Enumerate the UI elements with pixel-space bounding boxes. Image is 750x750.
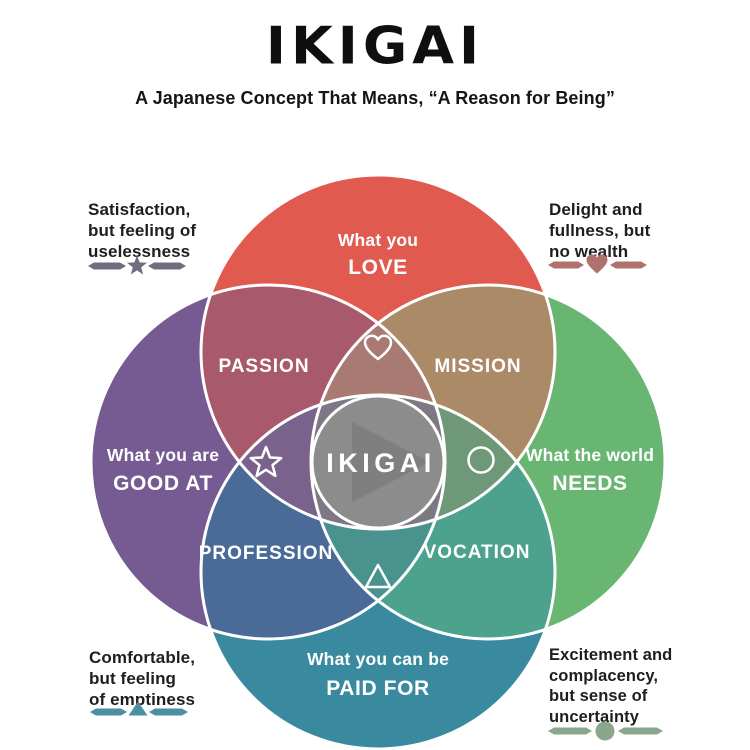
annotation-bottom-right: Excitement and complacency, but sense of…: [549, 645, 744, 727]
annotation-line: Comfortable,: [89, 648, 196, 667]
annotation-line: Satisfaction,: [88, 200, 191, 219]
page-subtitle: A Japanese Concept That Means, “A Reason…: [135, 88, 615, 108]
label-love-main: LOVE: [348, 256, 408, 279]
divider-bar: [90, 708, 127, 716]
divider-bar: [610, 261, 647, 269]
label-love-sub: What you: [338, 230, 418, 250]
label-paid-for-main: PAID FOR: [326, 677, 430, 700]
annotation-line: but sense of: [549, 687, 648, 705]
annotation-line: complacency,: [549, 666, 659, 685]
divider-bar: [548, 261, 584, 269]
label-profession: PROFESSION: [199, 543, 334, 564]
divider-top-right: [548, 254, 647, 274]
label-paid-for-sub: What you can be: [307, 649, 449, 669]
star-icon: [127, 255, 147, 275]
annotation-line: uncertainty: [549, 707, 640, 726]
label-good-at-main: GOOD AT: [113, 472, 213, 495]
label-needs-main: NEEDS: [552, 472, 627, 495]
divider-bar: [618, 727, 663, 735]
annotation-top-right: Delight and fullness, but no wealth: [549, 199, 734, 262]
play-watermark-icon: [352, 422, 430, 502]
label-vocation: VOCATION: [424, 542, 531, 563]
annotation-line: of emptiness: [89, 690, 196, 709]
petal-ring: [311, 395, 555, 529]
center-label: IKIGAI: [326, 448, 436, 478]
divider-bar: [148, 262, 186, 270]
circle-icon: [467, 446, 495, 474]
heart-icon: [363, 334, 393, 361]
annotation-line: fullness, but: [549, 221, 651, 240]
divider-bar: [149, 708, 188, 716]
annotation-top-left: Satisfaction, but feeling of uselessness: [88, 199, 273, 262]
triangle-icon: [364, 563, 392, 589]
petal-star: [201, 395, 445, 529]
annotation-line: no wealth: [549, 242, 629, 261]
center-circle: [310, 394, 446, 530]
annotation-line: but feeling of: [88, 221, 197, 240]
circle-icon: [595, 721, 615, 741]
annotation-line: Excitement and: [549, 646, 673, 664]
annotation-line: but feeling: [89, 669, 177, 688]
annotation-line: uselessness: [88, 242, 191, 261]
divider-top-left: [88, 255, 186, 275]
triangle-icon: [128, 701, 148, 716]
divider-bar: [548, 727, 592, 735]
label-good-at-sub: What you are: [107, 445, 219, 465]
divider-bar: [88, 262, 126, 270]
page-title: IKIGAI: [265, 15, 485, 76]
label-passion: PASSION: [218, 356, 309, 377]
divider-bottom-left: [90, 701, 188, 716]
heart-icon: [586, 254, 608, 274]
petal-triangle: [311, 395, 445, 639]
star-icon: [249, 445, 283, 478]
annotation-bottom-left: Comfortable, but feeling of emptiness: [89, 647, 274, 710]
petal-heart: [311, 285, 445, 529]
label-needs-sub: What the world: [526, 445, 654, 465]
annotation-line: Delight and: [549, 200, 643, 219]
divider-bottom-right: [548, 721, 663, 741]
label-mission: MISSION: [434, 356, 521, 377]
